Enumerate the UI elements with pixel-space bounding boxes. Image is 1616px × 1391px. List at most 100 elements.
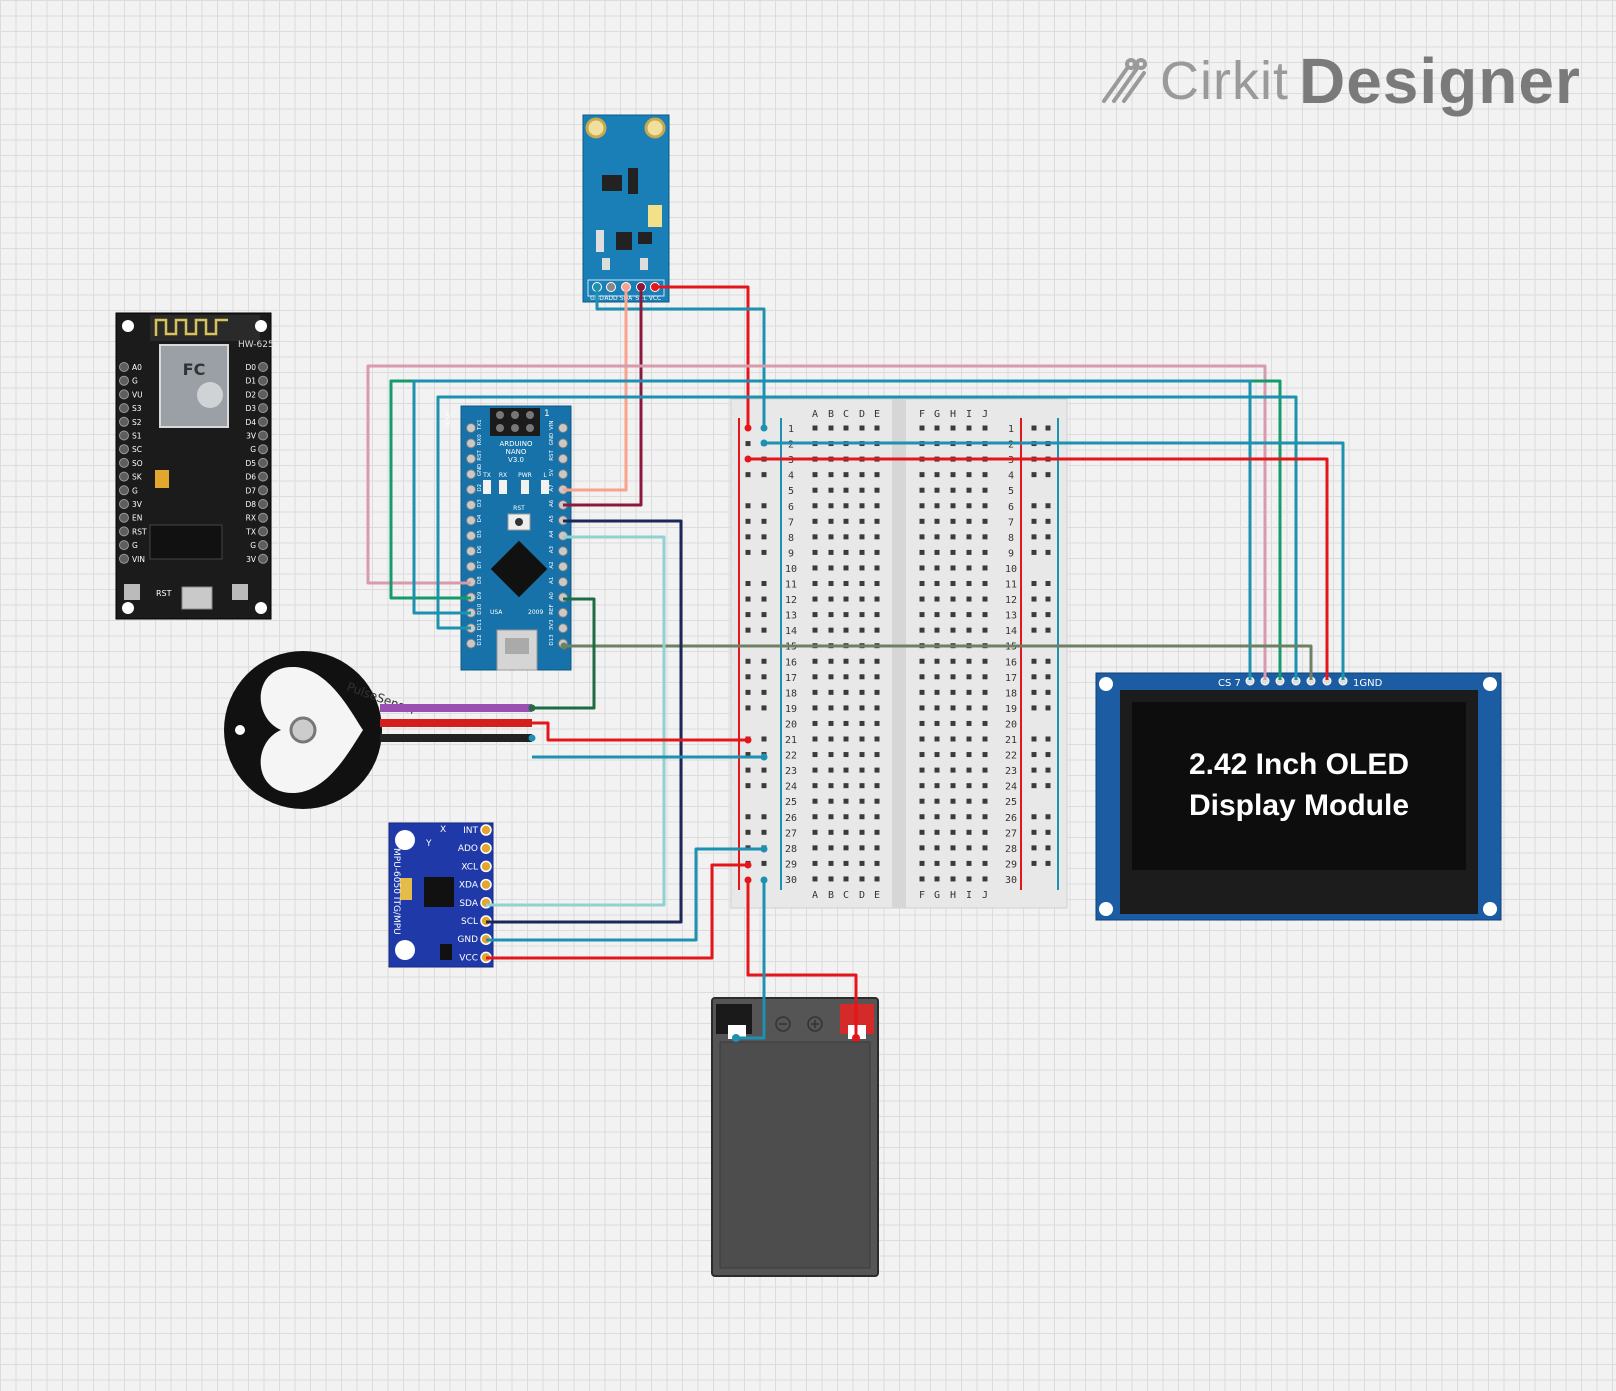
oled-title-line2: Display Module (1189, 789, 1409, 822)
nano-left-pin[interactable] (466, 423, 476, 433)
nano-right-pin[interactable] (558, 592, 568, 603)
wire-mpu-vcc[interactable] (486, 863, 748, 960)
light-sensor-pin[interactable] (606, 282, 616, 292)
battery[interactable] (711, 997, 879, 1277)
esp-pin[interactable] (119, 430, 129, 441)
nano-left-pin[interactable] (466, 638, 476, 649)
wire-nano-a5-mpu-scl[interactable] (486, 519, 683, 924)
column-letter: G (934, 890, 940, 901)
esp-pin[interactable] (119, 526, 129, 537)
esp-pin[interactable] (119, 389, 129, 400)
wire-nano-d10-oled[interactable] (412, 379, 1252, 680)
esp-pin[interactable] (258, 375, 268, 386)
esp-pin[interactable] (258, 430, 268, 441)
esp-pin[interactable] (119, 540, 129, 551)
esp-left-pin-label: EN (132, 514, 142, 523)
esp-pin[interactable] (258, 362, 268, 372)
logo-icon (1102, 58, 1147, 103)
wire-rail-gnd-oled[interactable] (764, 441, 1345, 680)
nano-rst-label: RST (513, 505, 525, 512)
nano-left-pin[interactable] (466, 561, 476, 572)
nano-right-pin[interactable] (558, 438, 568, 449)
esp-pin[interactable] (119, 485, 129, 496)
nano-left-pin-label: RST (477, 449, 483, 460)
row-number: 24 (1005, 782, 1017, 793)
nano-left-pin-label: D6 (477, 545, 483, 553)
oled-display-module[interactable]: 2.42 Inch OLED Display Module CS 7 1GND (1095, 672, 1502, 921)
wire-battery-positive[interactable] (746, 880, 858, 1038)
nano-right-pin[interactable] (558, 546, 568, 557)
flash-button[interactable] (232, 584, 248, 600)
nano-right-pin[interactable] (558, 577, 568, 587)
wire-ls-gnd[interactable] (595, 287, 766, 428)
mpu-pin[interactable] (480, 878, 492, 891)
nano-right-pin[interactable] (558, 561, 568, 572)
wire-mpu-gnd[interactable] (486, 847, 764, 942)
esp-pin[interactable] (258, 457, 268, 468)
mpu-pin[interactable] (480, 824, 492, 836)
wire-battery-negative[interactable] (736, 880, 766, 1040)
esp-pin[interactable] (119, 362, 129, 372)
esp-pin[interactable] (258, 512, 268, 523)
nano-right-pin[interactable] (558, 423, 568, 433)
esp-pin[interactable] (119, 457, 129, 468)
nano-right-pin[interactable] (558, 623, 568, 634)
esp-pin[interactable] (258, 444, 268, 455)
wire-ls-sda[interactable] (563, 287, 628, 492)
row-number: 6 (1008, 502, 1014, 513)
esp-pin[interactable] (258, 389, 268, 400)
wire-nano-a4-mpu-sda[interactable] (486, 535, 666, 907)
esp-pin[interactable] (258, 471, 268, 482)
wire-rail-vcc-oled[interactable] (748, 457, 1329, 680)
nano-left-pin[interactable] (466, 438, 476, 449)
esp-pin[interactable] (258, 416, 268, 427)
esp-left-pin-label: S2 (132, 418, 142, 427)
esp-pin[interactable] (119, 416, 129, 427)
nano-left-pin[interactable] (466, 500, 476, 510)
esp-pin[interactable] (258, 485, 268, 496)
mount-hole-icon (585, 117, 607, 139)
esp-pin[interactable] (258, 526, 268, 537)
nano-right-pin[interactable] (558, 607, 568, 618)
esp-pin[interactable] (258, 540, 268, 551)
nano-left-pin[interactable] (466, 515, 476, 526)
esp-pin[interactable] (119, 512, 129, 523)
wire-ls-scl[interactable] (563, 287, 643, 507)
wire-nano-d8-oled[interactable] (366, 364, 1267, 680)
brand-name-light: Cirkit (1160, 51, 1289, 111)
esp-pin[interactable] (119, 375, 129, 386)
esp-pin[interactable] (258, 499, 268, 509)
pulse-sensor[interactable]: PulseSensor (224, 651, 532, 809)
wire-nano-a0-pulse[interactable] (532, 597, 596, 710)
reset-button[interactable] (124, 584, 140, 600)
nano-left-pin[interactable] (466, 484, 476, 495)
row-number: 2 (1008, 440, 1014, 451)
nano-left-pin[interactable] (466, 469, 476, 480)
nano-left-pin[interactable] (466, 546, 476, 557)
wire-pulse-vcc[interactable] (532, 721, 748, 742)
nano-left-pin-label: TX1 (477, 419, 483, 431)
esp-pin[interactable] (119, 444, 129, 455)
wire-nano-d13-oled[interactable] (563, 644, 1313, 680)
esp-pin[interactable] (119, 403, 129, 414)
mpu6050-module[interactable]: MPU-6050 ITG/MPU X Y INTADOXCLXDASDASCLG… (388, 822, 494, 968)
mpu-pin[interactable] (480, 842, 492, 854)
wire-nano-d9-oled[interactable] (389, 379, 1282, 680)
nano-right-pin[interactable] (558, 453, 568, 464)
esp-right-pin-label: D2 (245, 390, 256, 399)
esp-pin[interactable] (119, 499, 129, 509)
esp-pin[interactable] (119, 553, 129, 564)
nano-left-pin[interactable] (466, 453, 476, 464)
mpu-pin[interactable] (480, 860, 492, 873)
nano-right-pin[interactable] (558, 469, 568, 480)
esp-pin[interactable] (119, 471, 129, 482)
wire-nano-d11-oled[interactable] (436, 395, 1298, 680)
nano-left-pin[interactable] (466, 530, 476, 541)
esp-pin[interactable] (258, 403, 268, 414)
column-letter: H (950, 890, 956, 901)
esp-pin[interactable] (258, 553, 268, 564)
